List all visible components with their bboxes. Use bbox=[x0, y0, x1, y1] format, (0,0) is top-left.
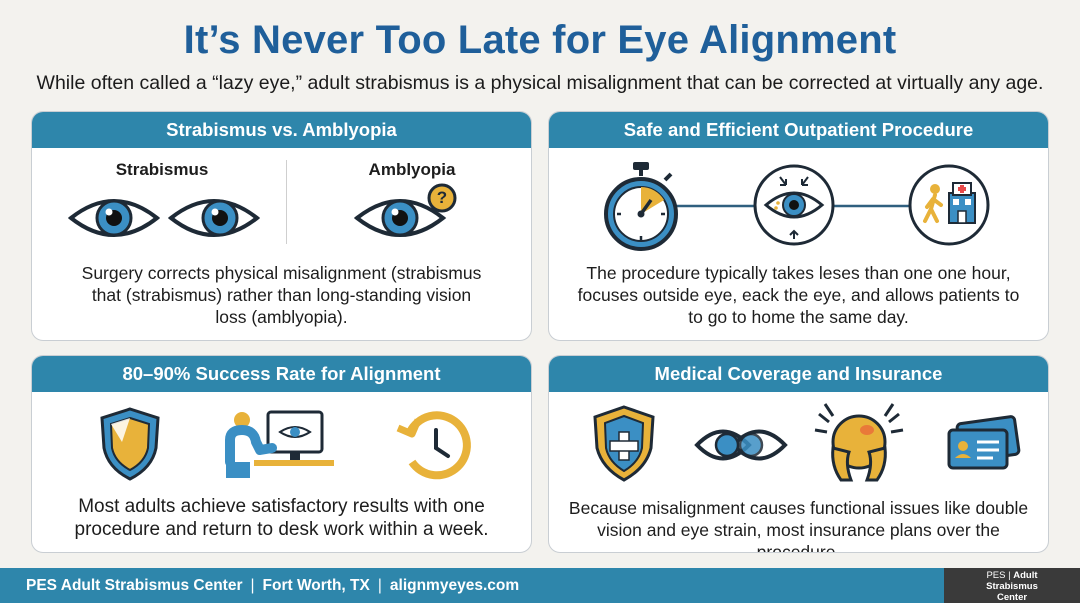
clock-return-icon bbox=[396, 411, 471, 480]
footer-location: Fort Worth, TX bbox=[262, 577, 370, 594]
card-medical-coverage: Medical Coverage and Insurance Because m… bbox=[548, 355, 1049, 553]
card-outpatient-procedure: Safe and Efficient Outpatient Procedure bbox=[548, 111, 1049, 341]
card-body-text: Surgery corrects physical misalignment (… bbox=[81, 263, 482, 327]
eye-target-icon bbox=[753, 164, 835, 246]
footer-separator: | bbox=[250, 577, 255, 594]
question-mark: ? bbox=[436, 188, 448, 207]
eye-icon bbox=[68, 199, 160, 237]
medical-shield-icon bbox=[593, 405, 655, 482]
insurance-card-icon bbox=[947, 415, 1021, 470]
footer-org: PES Adult Strabismus Center bbox=[26, 577, 243, 594]
label-amblyopia: Amblyopia bbox=[368, 160, 456, 179]
eye-icon bbox=[168, 199, 260, 237]
card-success-rate: 80–90% Success Rate for Alignment Most a… bbox=[31, 355, 532, 553]
card-title: 80–90% Success Rate for Alignment bbox=[32, 356, 531, 392]
label-strabismus: Strabismus bbox=[115, 160, 209, 179]
footer-bar: PES Adult Strabismus Center | Fort Worth, … bbox=[0, 568, 1080, 603]
double-vision-icon bbox=[694, 429, 788, 461]
page-subtitle: While often called a “lazy eye,” adult s… bbox=[36, 72, 1044, 94]
page-title: It’s Never Too Late for Eye Alignment bbox=[183, 18, 897, 62]
headache-icon bbox=[814, 403, 904, 482]
card-strabismus-vs-amblyopia: Strabismus vs. Amblyopia Strabismus Ambl… bbox=[31, 111, 532, 341]
patient-walking-hospital-icon bbox=[908, 164, 990, 246]
card-body-text: Because misalignment causes functional i… bbox=[568, 498, 1029, 553]
footer-text: PES Adult Strabismus Center | Fort Worth, … bbox=[26, 568, 519, 603]
card-body-text: The procedure typically takes leses than… bbox=[577, 263, 1020, 327]
person-at-computer-icon bbox=[225, 410, 334, 478]
divider bbox=[286, 160, 287, 244]
footer-website-link[interactable]: alignmyeyes.com bbox=[389, 577, 520, 594]
card-body-text: Most adults achieve satisfactory results… bbox=[74, 496, 489, 540]
footer-separator: | bbox=[377, 577, 382, 594]
card-title: Strabismus vs. Amblyopia bbox=[32, 112, 531, 148]
card-title: Medical Coverage and Insurance bbox=[549, 356, 1048, 392]
stopwatch-icon bbox=[604, 162, 678, 251]
center-logo-badge: PES | Adult Strabismus Center bbox=[944, 568, 1080, 603]
eye-question-icon bbox=[354, 183, 457, 237]
card-title: Safe and Efficient Outpatient Procedure bbox=[549, 112, 1048, 148]
shield-icon bbox=[100, 407, 160, 481]
